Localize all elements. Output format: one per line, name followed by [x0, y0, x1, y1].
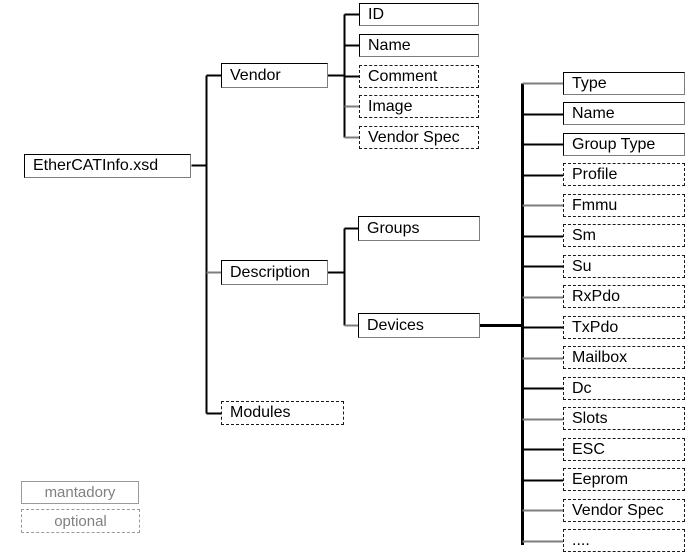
node-label: Eeprom: [572, 470, 629, 488]
node-label: Slots: [572, 409, 608, 427]
node-device-type[interactable]: Type: [563, 72, 685, 95]
node-label: Vendor: [230, 66, 281, 84]
node-device-txpdo[interactable]: TxPdo: [563, 316, 685, 339]
node-device-esc[interactable]: ESC: [563, 438, 685, 461]
node-label: Name: [368, 36, 411, 54]
node-label: Mailbox: [572, 348, 628, 366]
node-device-fmmu[interactable]: Fmmu: [563, 194, 685, 217]
node-label: ID: [368, 5, 384, 23]
legend-label: mantadory: [44, 484, 116, 501]
node-vendor-name[interactable]: Name: [359, 34, 479, 57]
node-description[interactable]: Description: [221, 260, 328, 285]
node-label: Devices: [367, 316, 424, 334]
legend-label: optional: [54, 512, 107, 530]
node-device-group-type[interactable]: Group Type: [563, 133, 685, 156]
node-label: RxPdo: [572, 287, 621, 305]
node-label: TxPdo: [572, 318, 619, 336]
node-device-sm[interactable]: Sm: [563, 224, 685, 247]
node-device-profile[interactable]: Profile: [563, 163, 685, 186]
node-label: Profile: [572, 165, 618, 183]
node-label: Group Type: [572, 135, 656, 153]
node-label: Su: [572, 257, 592, 275]
node-label: Type: [572, 74, 607, 92]
node-label: Modules: [230, 404, 291, 421]
node-vendor-vendor-spec[interactable]: Vendor Spec: [359, 126, 479, 149]
node-label: Name: [572, 104, 615, 122]
node-devices[interactable]: Devices: [358, 313, 480, 338]
legend-mandatory: mantadory: [21, 481, 139, 504]
node-device-more[interactable]: ....: [563, 529, 685, 552]
node-groups[interactable]: Groups: [358, 216, 480, 241]
node-vendor[interactable]: Vendor: [221, 63, 328, 88]
node-label: Sm: [572, 226, 596, 244]
node-label: Comment: [368, 67, 438, 85]
node-label: Vendor Spec: [572, 501, 664, 519]
node-device-mailbox[interactable]: Mailbox: [563, 346, 685, 369]
node-device-eeprom[interactable]: Eeprom: [563, 468, 685, 491]
node-label: Description: [230, 263, 311, 281]
node-label: ESC: [572, 440, 605, 458]
node-modules[interactable]: Modules: [221, 401, 344, 425]
node-device-name[interactable]: Name: [563, 102, 685, 125]
node-label: Vendor Spec: [368, 128, 460, 146]
node-label: Groups: [367, 219, 420, 237]
node-label: Dc: [572, 379, 592, 397]
legend-optional: optional: [21, 509, 140, 533]
node-vendor-id[interactable]: ID: [359, 3, 479, 26]
node-device-slots[interactable]: Slots: [563, 407, 685, 430]
node-label: Fmmu: [572, 196, 618, 214]
node-label: Image: [368, 97, 413, 115]
node-device-dc[interactable]: Dc: [563, 377, 685, 400]
node-device-su[interactable]: Su: [563, 255, 685, 278]
node-label: EtherCATInfo.xsd: [33, 157, 159, 174]
node-label: ....: [572, 531, 590, 549]
node-vendor-comment[interactable]: Comment: [359, 65, 479, 88]
node-device-rxpdo[interactable]: RxPdo: [563, 285, 685, 308]
node-device-vendor-spec[interactable]: Vendor Spec: [563, 499, 685, 522]
node-vendor-image[interactable]: Image: [359, 95, 479, 118]
node-root[interactable]: EtherCATInfo.xsd: [24, 154, 191, 178]
